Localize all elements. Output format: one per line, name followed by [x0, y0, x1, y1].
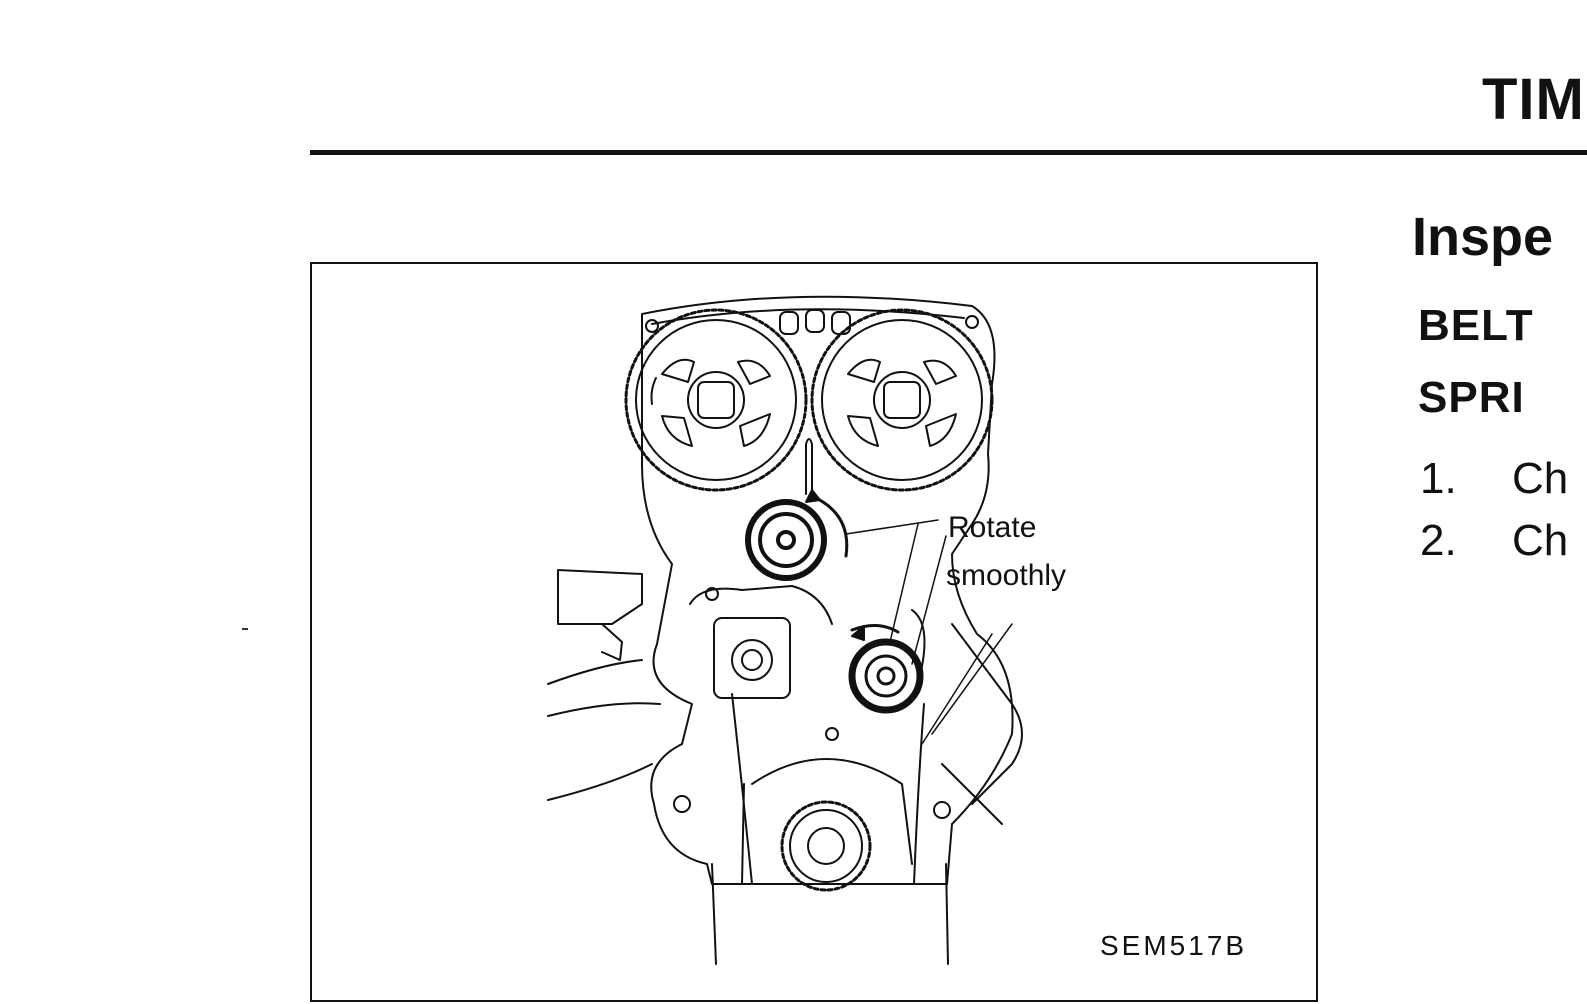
head-slot — [779, 311, 799, 335]
belt-cover-line — [951, 623, 1023, 805]
page-header-title: TIM — [1482, 67, 1585, 132]
scan-mark — [242, 628, 248, 630]
step-list: 1. Ch 2. Ch — [1420, 448, 1568, 572]
callout-rotate: Rotate — [948, 511, 1037, 544]
head-slot — [831, 311, 851, 335]
timing-belt — [913, 703, 925, 885]
hose-line — [547, 763, 653, 801]
step-number: 1. — [1420, 454, 1457, 503]
belt-cover-line — [941, 763, 1003, 825]
step-item: 1. Ch — [1420, 448, 1568, 510]
subsection-title-line-1: BELT — [1418, 301, 1534, 350]
figure-frame: Rotate smoothly SEM517B — [310, 262, 1318, 1002]
step-item: 2. Ch — [1420, 510, 1568, 572]
cover-bolt — [645, 319, 659, 333]
lower-tensioner-pulley — [848, 609, 926, 714]
right-camshaft-sprocket — [810, 308, 994, 492]
section-title: Inspe — [1412, 207, 1554, 267]
callout-leader — [889, 523, 919, 643]
callout-leader — [931, 623, 1013, 735]
bolt — [933, 801, 951, 819]
hose-line — [547, 659, 643, 685]
engine-timing-belt-illustration — [547, 295, 1023, 965]
water-inlet-pipe — [601, 623, 623, 661]
subsection-title-line-2: SPRI — [1418, 373, 1525, 422]
water-pump — [689, 585, 833, 699]
cover-inner-line — [651, 308, 965, 325]
step-text: Ch — [1512, 516, 1569, 565]
step-text: Ch — [1512, 454, 1569, 503]
callout-smoothly: smoothly — [946, 559, 1067, 592]
timing-cover-outline — [641, 295, 1014, 885]
belt-guide — [805, 438, 813, 495]
cover-bolt — [965, 315, 979, 329]
hose-line — [547, 702, 661, 717]
left-camshaft-sprocket — [624, 308, 808, 492]
water-inlet-pipe — [557, 569, 643, 625]
callout-leader — [921, 633, 993, 745]
step-number: 2. — [1420, 516, 1457, 565]
crankshaft-sprocket — [741, 758, 913, 892]
callout-leader — [845, 519, 939, 535]
figure-code: SEM517B — [1100, 930, 1248, 961]
timing-belt — [731, 693, 753, 885]
head-slot — [805, 309, 825, 333]
block-line — [945, 863, 949, 965]
bolt — [825, 727, 839, 741]
block-line — [711, 863, 717, 965]
bolt — [705, 587, 719, 601]
header-rule — [310, 150, 1587, 155]
bolt — [673, 795, 691, 813]
callout-leader — [911, 535, 947, 665]
subsection-title: BELT SPRI — [1418, 290, 1534, 434]
upper-idler-pulley — [745, 489, 849, 581]
